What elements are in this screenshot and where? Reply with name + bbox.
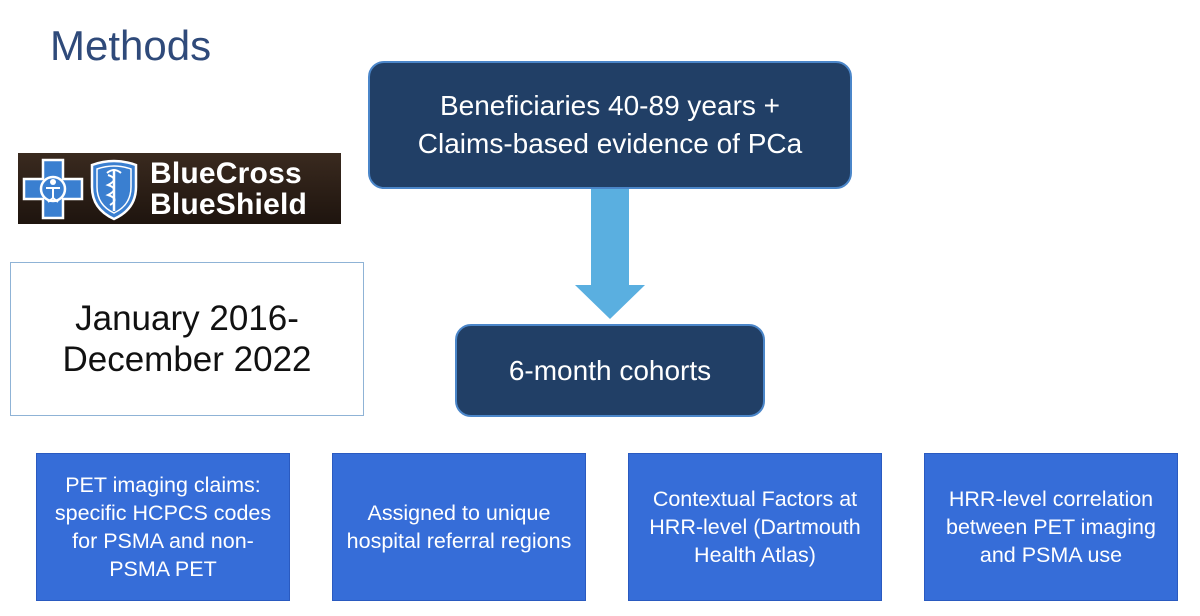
date-range-line2: December 2022 bbox=[62, 340, 312, 379]
cohorts-box: 6-month cohorts bbox=[455, 324, 765, 417]
contextual-factors-box: Contextual Factors at HRR-level (Dartmou… bbox=[628, 453, 882, 601]
beneficiaries-box: Beneficiaries 40-89 years + Claims-based… bbox=[368, 61, 852, 189]
logo-icons bbox=[22, 157, 140, 221]
bottom-box-text: HRR-level correlation between PET imagin… bbox=[946, 487, 1156, 567]
hospital-referral-regions-box: Assigned to unique hospital referral reg… bbox=[332, 453, 586, 601]
slide-title: Methods bbox=[50, 22, 212, 69]
bottom-box-text: PET imaging claims: specific HCPCS codes… bbox=[54, 473, 272, 581]
date-range-line1: January 2016- bbox=[75, 299, 299, 338]
logo-text-line2: BlueShield bbox=[150, 187, 308, 221]
blue-cross-icon bbox=[22, 158, 84, 219]
date-range-box: January 2016- December 2022 bbox=[10, 262, 364, 416]
blue-shield-icon bbox=[90, 159, 138, 220]
bottom-box-text: Contextual Factors at HRR-level (Dartmou… bbox=[649, 487, 861, 567]
logo-wordmark: BlueCross BlueShield bbox=[150, 158, 307, 220]
beneficiaries-line2: Claims-based evidence of PCa bbox=[417, 128, 803, 159]
beneficiaries-line1: Beneficiaries 40-89 years + bbox=[439, 90, 781, 121]
bluecross-blueshield-logo: BlueCross BlueShield bbox=[18, 153, 341, 224]
hrr-correlation-box: HRR-level correlation between PET imagin… bbox=[924, 453, 1178, 601]
bottom-box-text: Assigned to unique hospital referral reg… bbox=[346, 501, 572, 553]
cohorts-label: 6-month cohorts bbox=[508, 354, 712, 386]
logo-text-line1: BlueCross bbox=[150, 156, 302, 190]
down-arrow-icon bbox=[575, 189, 645, 319]
pet-imaging-claims-box: PET imaging claims: specific HCPCS codes… bbox=[36, 453, 290, 601]
